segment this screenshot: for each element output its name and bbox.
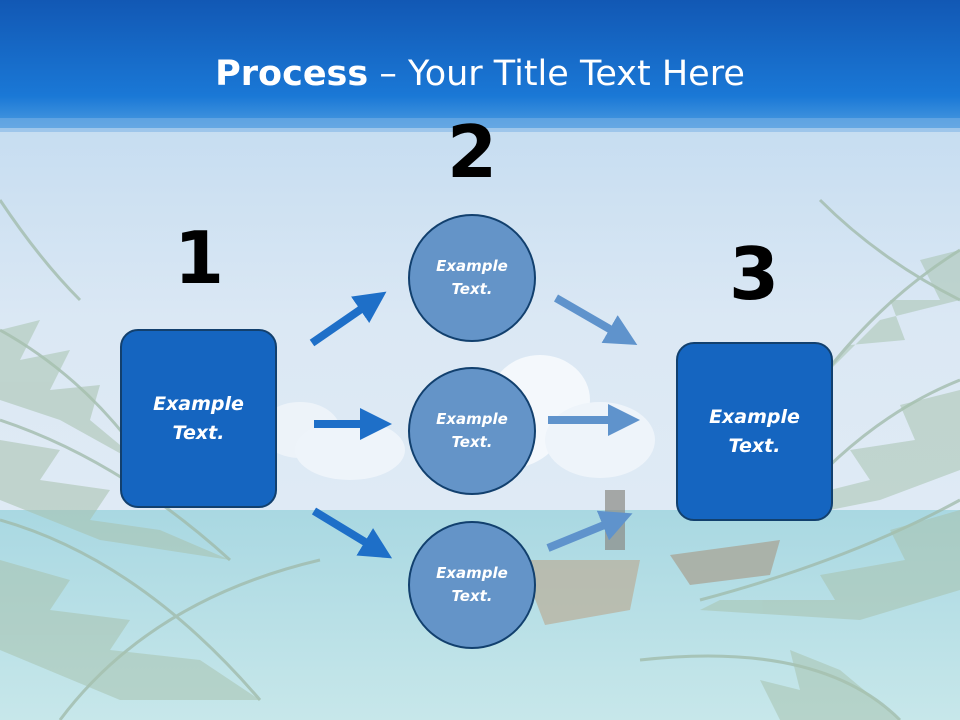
arrow-step1-to-circle-top <box>309 291 387 347</box>
step-2-circle-middle-text: Example Text. <box>436 410 508 451</box>
step-2-circle-bottom-text: Example Text. <box>436 564 508 605</box>
step-1-text: Example Text. <box>153 392 244 444</box>
step-number-3: 3 <box>728 232 780 316</box>
arrow-circle-bottom-to-step3 <box>546 510 633 552</box>
arrow-circle-top-to-step3 <box>553 294 638 346</box>
step-3-box: Example Text. <box>676 342 833 521</box>
step-2-circle-top: Example Text. <box>408 214 536 342</box>
step-3-text: Example Text. <box>709 405 800 457</box>
step-1-box: Example Text. <box>120 329 277 508</box>
step-number-1: 1 <box>173 216 225 300</box>
step-number-2: 2 <box>446 110 498 194</box>
step-2-circle-top-text: Example Text. <box>436 257 508 298</box>
step-2-circle-middle: Example Text. <box>408 367 536 495</box>
slide-title-rest: – Your Title Text Here <box>368 54 745 94</box>
slide-title-bold: Process <box>215 54 369 94</box>
slide-title: Process – Your Title Text Here <box>0 52 960 96</box>
arrow-step1-to-circle-bottom <box>311 507 393 559</box>
step-2-circle-bottom: Example Text. <box>408 521 536 649</box>
